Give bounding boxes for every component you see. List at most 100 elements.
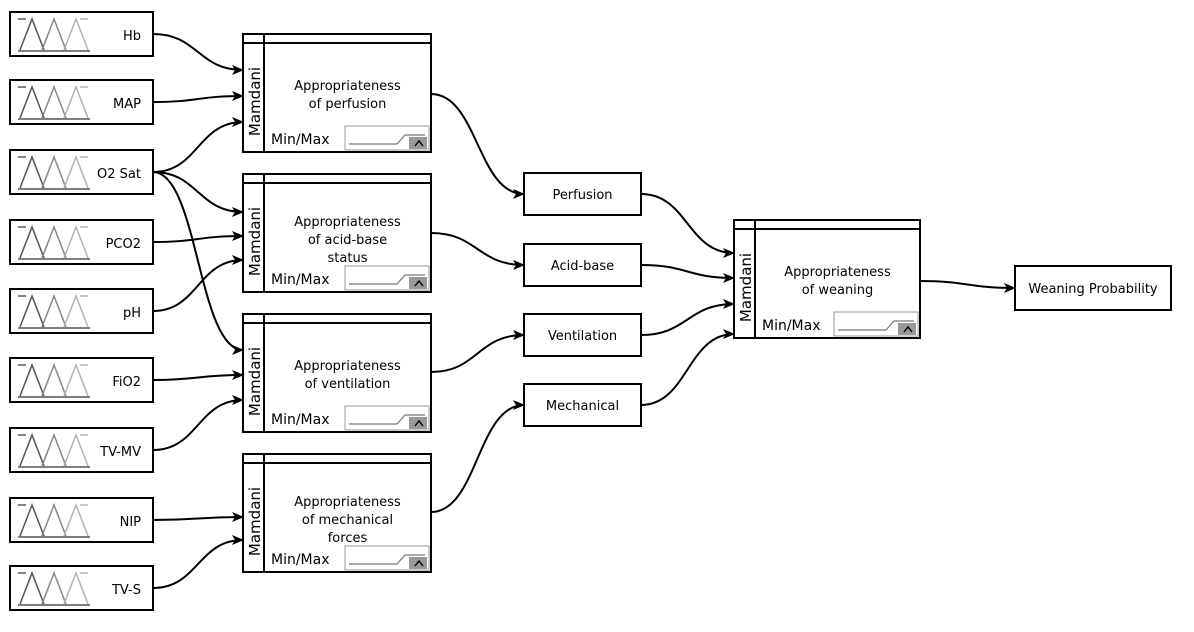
input-tvmv[interactable]: TV-MV xyxy=(9,427,154,473)
intermediate-label: Ventilation xyxy=(548,329,617,344)
connector-arrow xyxy=(640,329,735,406)
membership-curve xyxy=(41,570,67,605)
connector-arrow xyxy=(919,280,1016,293)
fis-title-line: Appropriateness xyxy=(294,359,401,374)
connector-arrow xyxy=(640,299,735,336)
fis-method-label: Min/Max xyxy=(271,552,330,568)
intermediate-label: Acid-base xyxy=(551,259,614,274)
connector-arrow xyxy=(430,400,525,513)
input-pco2[interactable]: PCO2 xyxy=(9,219,154,265)
membership-curve xyxy=(63,570,89,605)
membership-function-icon xyxy=(18,84,90,120)
membership-curve xyxy=(19,16,45,51)
input-label: PCO2 xyxy=(106,237,141,252)
output-box[interactable] xyxy=(1014,265,1172,311)
input-label: O2 Sat xyxy=(97,167,141,182)
fis-title-line: Appropriateness xyxy=(294,215,401,230)
membership-curve xyxy=(63,16,89,51)
intermediate-label: Perfusion xyxy=(552,188,612,203)
membership-curve xyxy=(63,224,89,259)
config-icon-glyph xyxy=(903,325,913,333)
membership-curve xyxy=(41,293,67,328)
fis-title-line: of weaning xyxy=(802,283,874,298)
config-icon-glyph xyxy=(414,559,424,567)
membership-curve xyxy=(19,502,45,537)
defuzz-curve xyxy=(349,414,425,425)
fis-title-line: Appropriateness xyxy=(294,495,401,510)
intermediate-box[interactable] xyxy=(523,172,642,216)
connector-arrow xyxy=(152,171,244,217)
input-nip[interactable]: NIP xyxy=(9,497,154,543)
config-icon-glyph xyxy=(414,419,424,427)
input-o2sat[interactable]: O2 Sat xyxy=(9,149,154,195)
fis-method-label: Min/Max xyxy=(762,318,821,334)
output-weaning-probability[interactable]: Weaning Probability xyxy=(1014,265,1172,311)
input-fio2[interactable]: FiO2 xyxy=(9,357,154,403)
input-ph[interactable]: pH xyxy=(9,288,154,334)
fis-type-label: Mamdani xyxy=(737,253,755,322)
input-label: TV-S xyxy=(111,583,141,598)
membership-curve xyxy=(63,293,89,328)
membership-curve xyxy=(19,362,45,397)
membership-function-icon xyxy=(18,432,90,468)
connector-arrow xyxy=(152,370,244,381)
fis-type-label: Mamdani xyxy=(246,67,264,136)
connector-arrow xyxy=(152,535,244,589)
input-label: NIP xyxy=(120,515,142,530)
membership-curve xyxy=(41,432,67,467)
connector-arrow xyxy=(152,33,244,75)
input-label: FiO2 xyxy=(112,375,141,390)
fis-type-label: Mamdani xyxy=(246,487,264,556)
connector-arrow xyxy=(430,232,525,270)
membership-curve xyxy=(41,84,67,119)
fis-method-label: Min/Max xyxy=(271,412,330,428)
membership-curve xyxy=(19,293,45,328)
membership-curve xyxy=(63,502,89,537)
input-hb[interactable]: Hb xyxy=(9,11,154,57)
membership-curve xyxy=(19,154,45,189)
config-icon-glyph xyxy=(414,279,424,287)
connector-arrow xyxy=(152,91,244,103)
fis-title-line: status xyxy=(328,251,368,266)
intermediate-box[interactable] xyxy=(523,383,642,427)
connector-arrow xyxy=(430,93,525,199)
fis-title-line: of ventilation xyxy=(305,377,391,392)
membership-curve xyxy=(41,16,67,51)
fis-type-label: Mamdani xyxy=(246,347,264,416)
defuzz-curve xyxy=(349,134,425,145)
input-label: TV-MV xyxy=(99,445,141,460)
defuzz-curve xyxy=(838,320,914,331)
intermediate-perfusion[interactable]: Perfusion xyxy=(523,172,642,216)
membership-function-icon xyxy=(18,293,90,329)
intermediate-box[interactable] xyxy=(523,313,642,357)
membership-curve xyxy=(63,84,89,119)
membership-curve xyxy=(41,362,67,397)
membership-function-icon xyxy=(18,154,90,190)
intermediate-mechanical[interactable]: Mechanical xyxy=(523,383,642,427)
defuzz-curve xyxy=(349,274,425,285)
intermediate-acidbase[interactable]: Acid-base xyxy=(523,243,642,287)
membership-curve xyxy=(19,432,45,467)
membership-curve xyxy=(63,154,89,189)
connector-arrow xyxy=(152,512,244,523)
intermediate-ventilation[interactable]: Ventilation xyxy=(523,313,642,357)
membership-function-icon xyxy=(18,362,90,398)
membership-curve xyxy=(63,362,89,397)
membership-curve xyxy=(19,570,45,605)
fis-title-line: Appropriateness xyxy=(294,79,401,94)
fis-title-line: of acid-base xyxy=(308,233,387,248)
input-label: MAP xyxy=(113,97,141,112)
fis-title-line: forces xyxy=(328,531,368,546)
input-tvs[interactable]: TV-S xyxy=(9,565,154,611)
intermediate-box[interactable] xyxy=(523,243,642,287)
fis-block-ventilation[interactable]: Mamdani Appropriateness of ventilationMin/… xyxy=(242,313,432,433)
intermediate-label: Mechanical xyxy=(546,399,619,414)
membership-function-icon xyxy=(18,16,90,52)
input-map[interactable]: MAP xyxy=(9,79,154,125)
